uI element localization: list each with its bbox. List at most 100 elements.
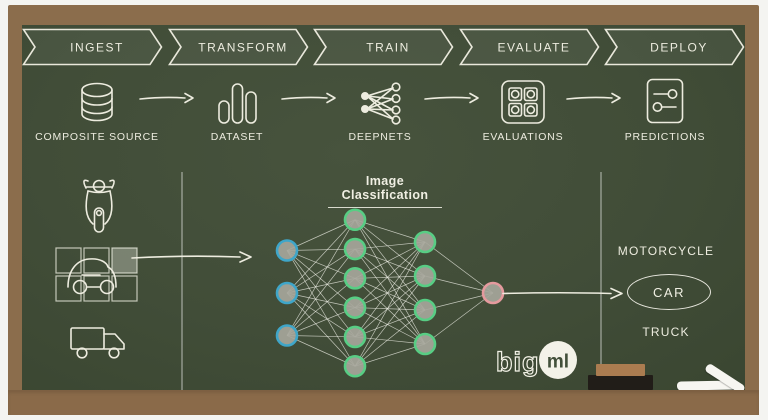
resource-deepnets: DEEPNETS (318, 77, 442, 143)
arrow-right-icon (139, 92, 194, 104)
network-edge (354, 307, 426, 311)
network-edge (286, 292, 356, 338)
network-edge (354, 219, 426, 345)
network-edge (286, 307, 356, 336)
output-label-motorcycle: MOTORCYCLE (617, 244, 715, 258)
predicted-class-badge: CAR (627, 274, 711, 310)
network-node (413, 230, 437, 254)
network-edge (354, 248, 426, 345)
motorcycle-icon (83, 179, 115, 233)
network-edge (286, 278, 356, 294)
network-node (275, 324, 299, 347)
arrow-right-icon (281, 92, 336, 104)
network-edge (286, 248, 356, 251)
dataset-bars-icon (218, 83, 257, 124)
car-image-grid-icon (55, 247, 138, 302)
network-node (343, 325, 367, 349)
output-label-car: CAR (653, 284, 685, 300)
network-node (343, 267, 367, 290)
network-edge (286, 250, 356, 367)
network-edge (286, 250, 356, 279)
network-edge (286, 219, 356, 336)
network-edge (354, 275, 426, 367)
logo-text: big (496, 347, 540, 377)
network-edge (354, 248, 426, 311)
network-edge (286, 335, 356, 338)
resource-predictions: PREDICTIONS (603, 77, 727, 143)
bigml-logo: big ml (495, 341, 577, 379)
network-edge (354, 336, 426, 345)
network-edge (424, 275, 494, 294)
output-label-truck: TRUCK (642, 325, 690, 339)
stage-banner-transform: TRANSFORM (167, 28, 309, 66)
resource-dataset: DATASET (175, 77, 299, 143)
network-edge (286, 335, 356, 367)
chalkboard-frame: INGEST TRANSFORM TRAIN (8, 5, 759, 415)
network-node (275, 281, 299, 305)
truck-icon (70, 327, 125, 359)
eraser-handle (596, 364, 645, 376)
network-edge (286, 278, 356, 336)
network-edge (354, 343, 426, 367)
resource-label: DEEPNETS (348, 131, 412, 143)
network-node (413, 298, 437, 322)
network-edge (354, 219, 426, 311)
resource-label: EVALUATIONS (482, 131, 564, 143)
stage-label: INGEST (70, 41, 124, 55)
network-title: Image Classification (328, 174, 442, 208)
chalk-tray (8, 390, 759, 415)
network-edge (354, 278, 426, 311)
network-node (413, 264, 437, 288)
network-node (481, 281, 505, 305)
section-divider-right (600, 172, 602, 390)
resource-composite-source: COMPOSITE SOURCE (35, 77, 159, 143)
network-edge (286, 250, 356, 338)
logo-badge-circle (539, 341, 577, 379)
network-node (343, 208, 367, 232)
network-node (343, 296, 367, 319)
prediction-sliders-icon (646, 78, 684, 124)
network-node (275, 239, 299, 262)
eraser (588, 375, 653, 390)
resource-label: DATASET (210, 131, 264, 143)
network-edge (354, 241, 426, 367)
output-arrow-icon (502, 287, 623, 300)
deepnet-graph-icon (361, 82, 401, 125)
stage-banner-ingest: INGEST (22, 28, 163, 66)
network-edge (354, 307, 426, 345)
network-edge (354, 275, 426, 279)
network-edge (354, 219, 426, 243)
network-edge (424, 241, 494, 294)
network-edge (354, 241, 426, 308)
network-edge (424, 292, 494, 345)
network-edge (286, 219, 356, 294)
resource-evaluations: EVALUATIONS (461, 77, 585, 143)
network-edge (354, 309, 426, 338)
network-edge (354, 219, 426, 277)
network-node (343, 354, 367, 378)
section-divider-left (181, 172, 183, 390)
stage-banner-train: TRAIN (313, 28, 454, 66)
network-edge (286, 292, 356, 308)
stage-banner-deploy: DEPLOY (604, 28, 745, 66)
input-arrow-icon (131, 251, 252, 263)
stage-label: TRANSFORM (198, 41, 288, 55)
stage-label: EVALUATE (497, 41, 570, 55)
network-edge (354, 309, 426, 367)
network-node (343, 237, 367, 261)
evaluation-grid-icon (501, 80, 545, 124)
network-edge (354, 241, 426, 279)
network-edge (286, 292, 356, 367)
pipeline-stage-row: INGEST TRANSFORM TRAIN (22, 28, 745, 66)
chalkboard: INGEST TRANSFORM TRAIN (22, 25, 746, 395)
resource-label: COMPOSITE SOURCE (35, 131, 159, 143)
stage-label: DEPLOY (650, 41, 708, 55)
network-edge (286, 248, 356, 336)
network-edge (286, 219, 356, 251)
stage-label: TRAIN (366, 41, 410, 55)
stage-banner-evaluate: EVALUATE (458, 28, 600, 66)
resource-label: PREDICTIONS (624, 131, 706, 143)
network-edge (286, 250, 356, 308)
network-edge (354, 275, 426, 338)
